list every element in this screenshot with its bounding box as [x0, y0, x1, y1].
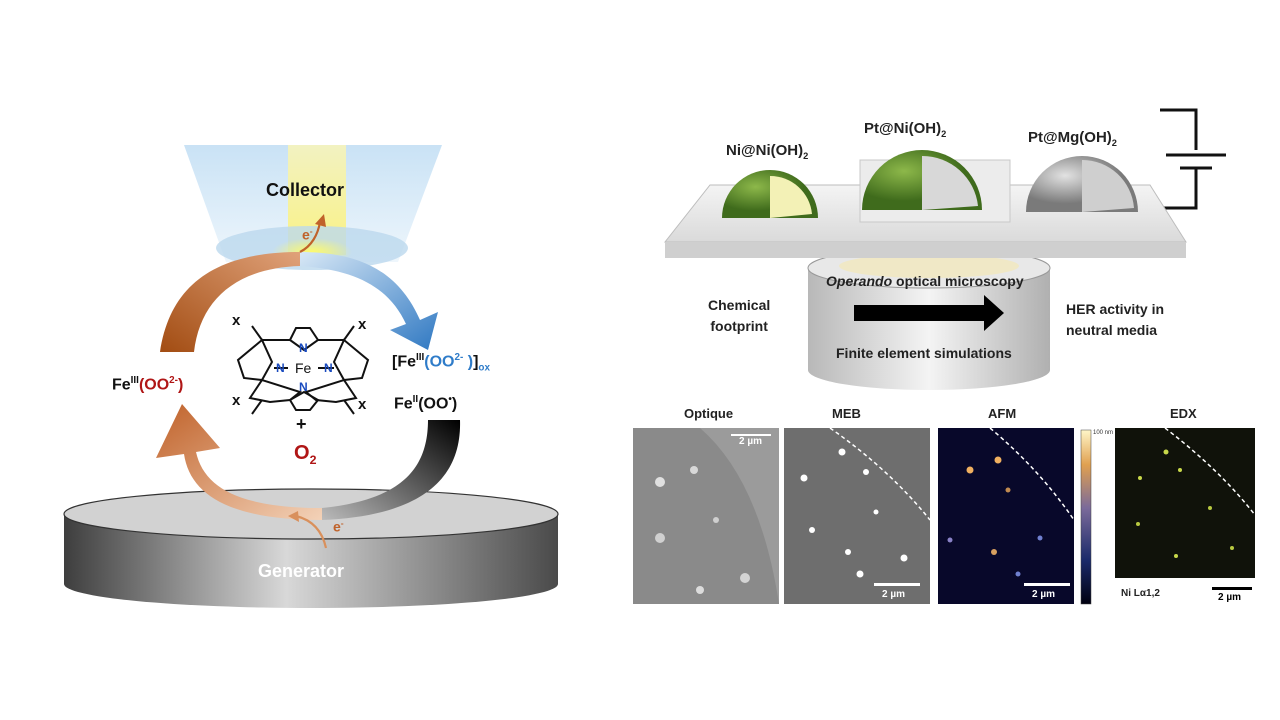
micrograph-edx — [1115, 427, 1256, 590]
circuit-battery — [1160, 108, 1226, 210]
n-atom-top: N — [299, 341, 308, 355]
micrograph-afm — [938, 427, 1092, 605]
fe-porphyrin-structure — [236, 325, 370, 415]
micrograph-optique — [633, 428, 779, 604]
panel-title-afm: AFM — [988, 406, 1017, 421]
x-label-bottom-left: x — [232, 392, 241, 409]
arrow-black-down — [322, 420, 461, 520]
arrow-brown-up — [160, 252, 300, 352]
x-label-bottom-right: x — [358, 396, 367, 413]
particle-pt-mg — [1026, 156, 1138, 212]
particle-pt-ni-label: Pt@Ni(OH)2 — [864, 120, 947, 139]
particle-pt-mg-label: Pt@Mg(OH)2 — [1028, 129, 1117, 148]
finite-element-label: Finite element simulations — [836, 345, 1012, 361]
scalebar-label-edx: 2 µm — [1218, 592, 1241, 603]
n-atom-right: N — [324, 361, 333, 375]
electron-bottom-label: e- — [333, 518, 344, 535]
collector-label: Collector — [266, 180, 345, 200]
fe3-oo2-label: FeIII(OO2-) — [112, 375, 184, 394]
generator-electrode — [63, 488, 559, 608]
panel-title-optique: Optique — [684, 406, 734, 421]
fe-atom: Fe — [295, 360, 312, 376]
edx-element-label: Ni Lα1,2 — [1121, 588, 1160, 599]
generator-label: Generator — [258, 561, 345, 581]
x-label-top-right: x — [358, 316, 367, 333]
panel-title-edx: EDX — [1170, 406, 1197, 421]
arrow-blue-down — [300, 252, 438, 350]
microscope-objective — [807, 247, 1051, 390]
fe3-oo2-ox-label: [FeIII(OO2- )]ox — [392, 352, 490, 374]
n-atom-bottom: N — [299, 380, 308, 394]
electron-top-label: e- — [302, 226, 313, 243]
particle-pt-ni — [862, 150, 982, 210]
electron-arrow-bottom — [295, 514, 328, 549]
n-atom-left: N — [276, 361, 285, 375]
micrograph-meb — [784, 427, 931, 604]
o2-label: O2 — [294, 442, 317, 467]
fe2-oo-label: FeII(OO•) — [394, 394, 458, 413]
big-black-arrow — [854, 295, 1004, 331]
scalebar-label-afm: 2 µm — [1032, 589, 1055, 600]
operando-label: Operando optical microscopy — [826, 273, 1024, 289]
x-label-top-left: x — [232, 312, 241, 329]
arrow-brown-back — [156, 404, 322, 520]
panel-title-meb: MEB — [832, 406, 861, 421]
scalebar-label-optique: 2 µm — [739, 436, 762, 447]
collector-probe — [184, 145, 442, 270]
scalebar-label-meb: 2 µm — [882, 589, 905, 600]
particle-ni — [722, 170, 818, 218]
plus-sign: + — [296, 414, 307, 434]
afm-colorbar-max: 100 nm — [1093, 430, 1114, 436]
particle-ni-label: Ni@Ni(OH)2 — [726, 142, 809, 161]
